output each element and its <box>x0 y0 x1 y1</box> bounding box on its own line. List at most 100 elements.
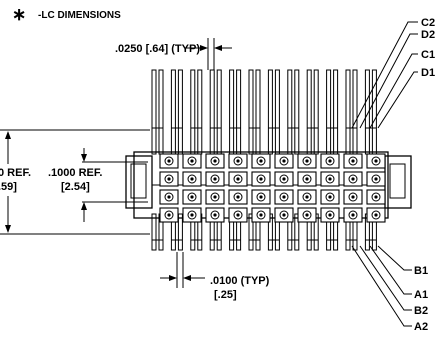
contact-pin <box>190 159 194 163</box>
row-label-c2: C2 <box>421 17 435 29</box>
contact-pin <box>167 213 171 217</box>
row-label-d2: D2 <box>421 29 435 41</box>
overall-label-mm: .59] <box>0 181 17 193</box>
leader-b1 <box>377 245 412 271</box>
lead-top <box>287 69 293 155</box>
contact-ring <box>256 174 266 184</box>
contact-pin <box>190 195 194 199</box>
contact-pin <box>259 213 263 217</box>
contact-ring <box>279 156 289 166</box>
contact-pin <box>167 159 171 163</box>
contact-pin <box>328 195 332 199</box>
contact-pin <box>351 159 355 163</box>
contact-pin <box>305 177 309 181</box>
contact-ring <box>187 174 197 184</box>
contact-ring <box>210 210 220 220</box>
top-row-leaders <box>351 21 418 129</box>
contact-pin <box>236 177 240 181</box>
contact-ring <box>325 156 335 166</box>
pin-spacing-label-in: .0100 (TYP) <box>210 275 270 287</box>
lead-top <box>229 69 235 155</box>
contact-pin <box>167 195 171 199</box>
contact-pin <box>328 213 332 217</box>
pin-spacing-arrow-left <box>169 275 177 281</box>
row-label-b1: B1 <box>414 265 428 277</box>
lead-top <box>170 69 176 155</box>
row-label-c1: C1 <box>421 49 435 61</box>
contact-pin <box>213 177 217 181</box>
leader-d1 <box>377 71 418 129</box>
lead-top <box>352 69 358 155</box>
row-label-a2: A2 <box>414 321 428 333</box>
contact-ring <box>279 210 289 220</box>
contact-ring <box>233 210 243 220</box>
lead-top <box>306 69 312 155</box>
contact-pin <box>305 213 309 217</box>
row-pitch-arrow-top <box>81 154 87 162</box>
leader-c1 <box>369 53 418 129</box>
contact-ring <box>348 174 358 184</box>
lead-top <box>158 69 164 155</box>
contact-pin <box>351 213 355 217</box>
contact-pin <box>282 159 286 163</box>
contact-pin <box>213 213 217 217</box>
lead-bottom <box>294 213 300 251</box>
contact-pin <box>236 213 240 217</box>
contact-ring <box>279 174 289 184</box>
contact-ring <box>348 210 358 220</box>
leads-layer <box>151 69 377 251</box>
lead-top <box>345 69 351 155</box>
contact-pin <box>282 195 286 199</box>
row-pitch-label-in: .1000 REF. <box>48 167 102 179</box>
contact-ring <box>302 156 312 166</box>
left-latch-ear <box>125 155 153 209</box>
contact-ring <box>371 210 381 220</box>
contact-pin <box>374 195 378 199</box>
contact-pin <box>190 213 194 217</box>
contact-pin <box>190 177 194 181</box>
lead-top <box>333 69 339 155</box>
contact-pin <box>213 159 217 163</box>
contact-pin <box>259 195 263 199</box>
lead-top <box>197 69 203 155</box>
pin-width-arrow-right <box>214 45 222 51</box>
contact-ring <box>164 210 174 220</box>
row-pitch-label-mm: [2.54] <box>61 181 90 193</box>
contact-ring <box>371 192 381 202</box>
lead-top <box>236 69 242 155</box>
bottom-row-leaders <box>351 245 412 327</box>
leader-a1 <box>369 245 412 295</box>
contact-ring <box>302 210 312 220</box>
contact-ring <box>256 156 266 166</box>
contact-ring <box>302 192 312 202</box>
contacts-layer <box>159 153 386 223</box>
lead-top <box>294 69 300 155</box>
note-asterisk: ∗ <box>12 5 26 24</box>
lead-top <box>216 69 222 155</box>
contact-ring <box>164 192 174 202</box>
pin-spacing-label-mm: [.25] <box>214 289 237 301</box>
contact-ring <box>302 174 312 184</box>
contact-ring <box>164 174 174 184</box>
lead-top <box>177 69 183 155</box>
contact-ring <box>187 210 197 220</box>
contact-ring <box>256 192 266 202</box>
row-label-b2: B2 <box>414 305 428 317</box>
lead-bottom <box>248 213 254 251</box>
contact-ring <box>325 174 335 184</box>
row-label-d1: D1 <box>421 67 435 79</box>
lead-top <box>255 69 261 155</box>
contact-ring <box>164 156 174 166</box>
contact-pin <box>167 177 171 181</box>
overall-arrow-bottom <box>5 225 11 233</box>
lead-top <box>326 69 332 155</box>
contact-ring <box>348 192 358 202</box>
contact-pin <box>374 213 378 217</box>
contact-ring <box>348 156 358 166</box>
contact-ring <box>187 156 197 166</box>
lead-top <box>248 69 254 155</box>
leader-b2 <box>359 245 412 311</box>
leader-a2 <box>351 245 412 327</box>
lead-top <box>209 69 215 155</box>
contact-pin <box>351 195 355 199</box>
